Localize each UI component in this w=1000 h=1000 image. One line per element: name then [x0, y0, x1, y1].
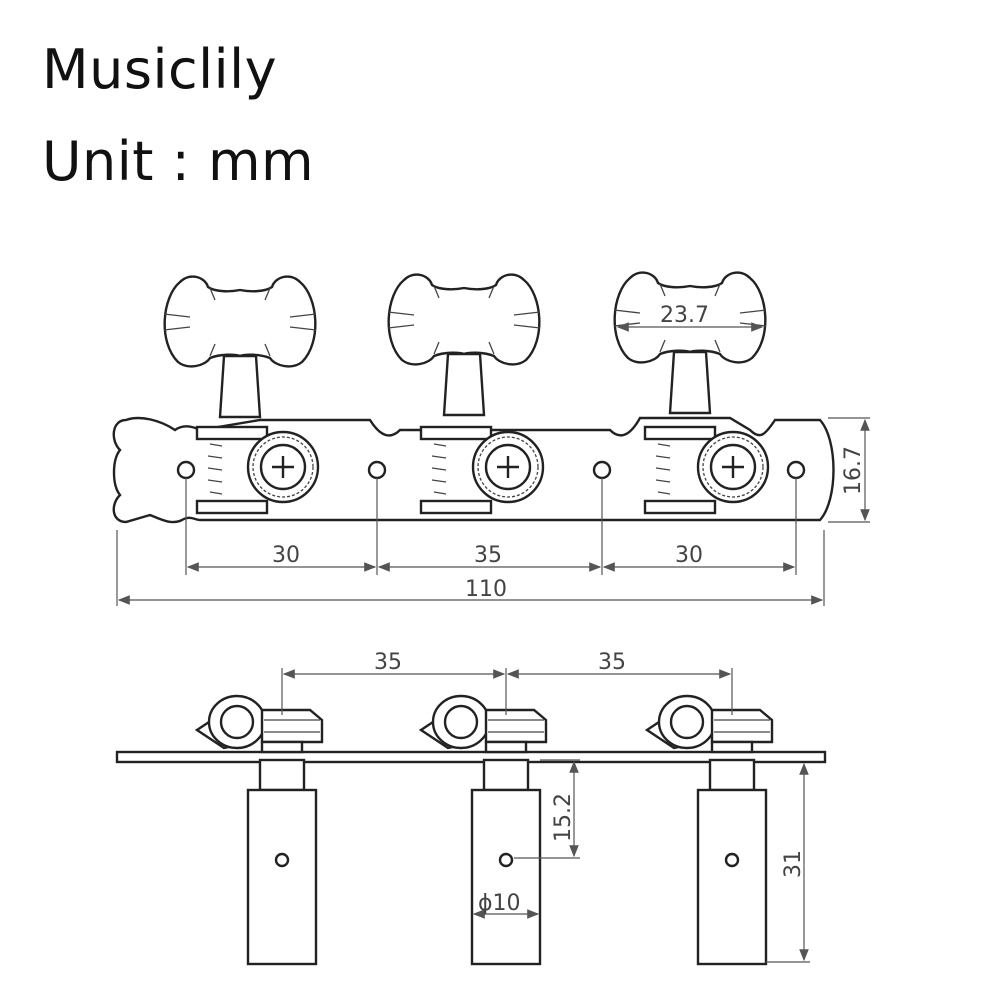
dimension-label-hole-left: 30 — [272, 543, 300, 568]
side-base-plate — [115, 750, 827, 764]
dimension-label-post-diameter: ϕ10 — [478, 891, 521, 916]
brand-title: Musiclily — [42, 38, 278, 101]
dimension-label-post-left: 35 — [374, 650, 402, 675]
side-tuner-2 — [419, 694, 548, 754]
dimension-label-post-right: 35 — [598, 650, 626, 675]
dimension-label-hole-middle: 35 — [474, 543, 502, 568]
tuner-knob-3 — [612, 271, 768, 415]
string-post-2 — [470, 758, 542, 966]
gear-wheel-2 — [471, 430, 545, 504]
mount-hole-4 — [786, 460, 806, 480]
side-view: 35 35 15.2 ϕ10 31 — [115, 650, 827, 966]
top-view: 23.7 16.7 30 35 30 110 — [112, 271, 870, 606]
dimension-label-post-length: 31 — [781, 850, 806, 878]
tuner-knob-1 — [162, 275, 318, 419]
dimension-label-hole-right: 30 — [675, 543, 703, 568]
gear-wheel-1 — [246, 430, 320, 504]
string-post-1 — [246, 758, 318, 966]
mount-hole-2 — [367, 460, 387, 480]
dimension-label-overall-length: 110 — [465, 577, 507, 602]
tuner-knob-2 — [386, 273, 542, 417]
mount-hole-3 — [592, 460, 612, 480]
mount-hole-1 — [176, 460, 196, 480]
side-tuner-1 — [195, 694, 324, 754]
unit-label: Unit : mm — [42, 130, 315, 193]
dimension-label-post-hole: 15.2 — [551, 793, 576, 842]
dimension-label-knob-width: 23.7 — [660, 303, 709, 328]
string-post-3 — [696, 758, 768, 966]
gear-wheel-3 — [696, 430, 770, 504]
side-tuner-3 — [645, 694, 774, 754]
dimension-label-plate-height: 16.7 — [841, 446, 866, 495]
